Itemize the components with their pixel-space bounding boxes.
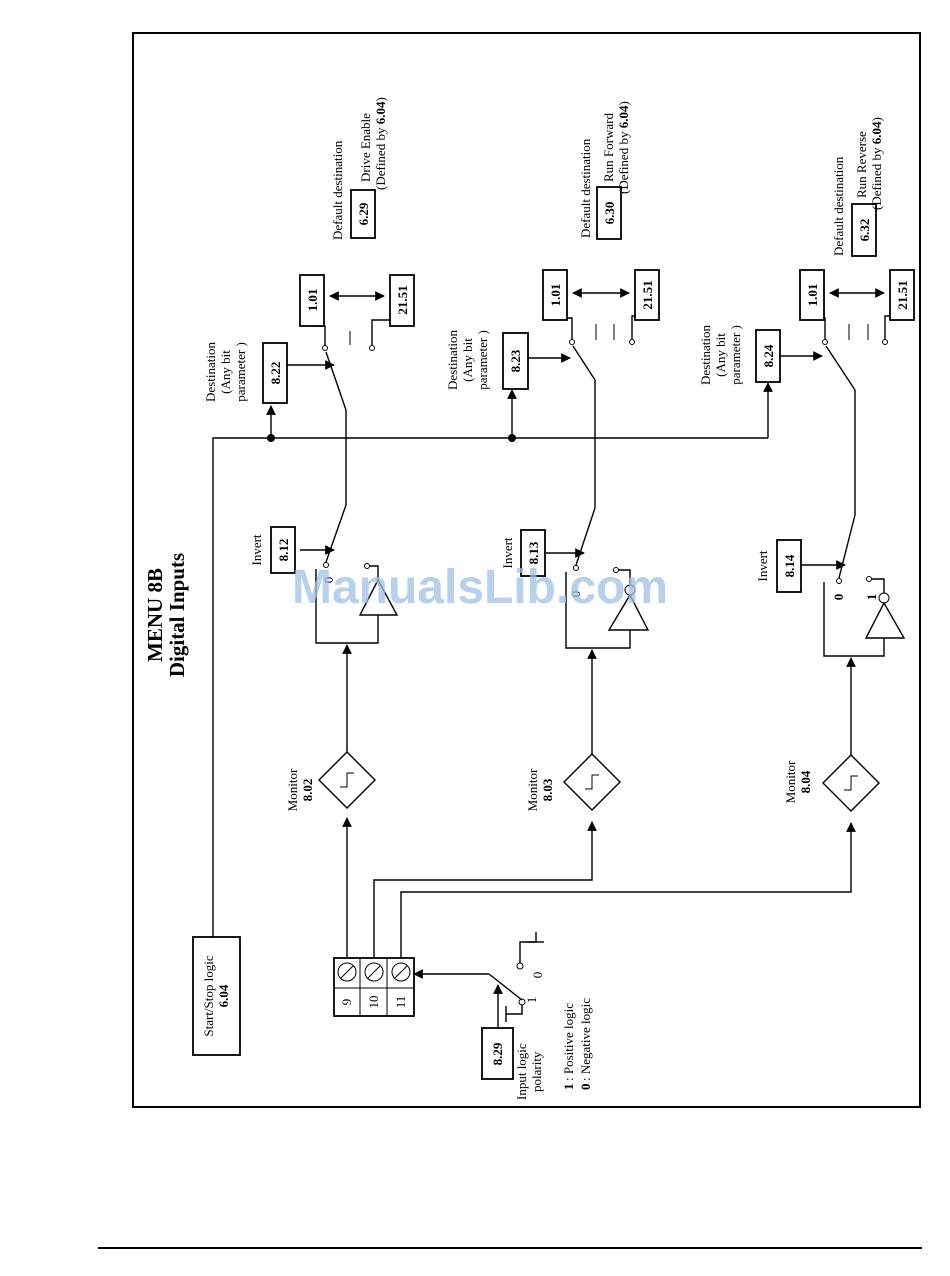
destination-label-3: parameter ) <box>728 325 743 385</box>
monitor-label: Monitor <box>525 768 540 811</box>
polarity-switch-0: 0 <box>530 972 545 979</box>
terminal-11: 11 <box>393 996 408 1009</box>
start-stop-box <box>192 936 241 1056</box>
invert-param: 8.14 <box>782 554 797 577</box>
source-param-a: 1.01 <box>548 284 563 307</box>
destination-param: 8.22 <box>268 362 283 385</box>
channel-1: Monitor 8.02 8.12 Invert 0 1.01 21.51 <box>203 97 415 811</box>
function-defined-param: 6.04 <box>869 121 884 144</box>
monitor-param: 8.04 <box>798 770 813 793</box>
polarity-selector: 0 1 <box>413 932 545 1028</box>
channel-3: Monitor 8.04 8.14 Invert 0 1 1.01 21.51 … <box>698 117 915 812</box>
default-destination-label: Default destination <box>831 156 846 256</box>
watermark: ManualsLib.com <box>292 561 668 614</box>
screw-icon <box>391 962 411 982</box>
function-defined-param: 6.04 <box>616 105 631 128</box>
destination-param: 8.24 <box>761 344 776 367</box>
function-label: Drive Enable <box>358 113 373 182</box>
start-stop-label: Start/Stop logic <box>201 955 216 1036</box>
svg-text:(Defined by 6.04): (Defined by 6.04) <box>869 117 884 210</box>
destination-label-2: (Any bit <box>218 350 233 394</box>
function-defined-pre: (Defined by <box>869 144 884 210</box>
polarity-switch-1: 1 <box>524 997 539 1004</box>
diagram-frame <box>132 32 921 1108</box>
negative-logic-key: 0 <box>578 1084 593 1091</box>
function-label: Run Forward <box>601 113 616 182</box>
svg-text:(Defined by 6.04): (Defined by 6.04) <box>616 101 631 194</box>
polarity-param: 8.29 <box>490 1042 505 1065</box>
default-destination-param: 6.29 <box>356 202 371 225</box>
switch-pos-1: 1 <box>864 594 879 601</box>
switch-pos-0: 0 <box>831 594 846 601</box>
monitor-label: Monitor <box>783 760 798 803</box>
destination-label-1: Destination <box>203 342 218 402</box>
source-param-b: 21.51 <box>640 280 655 309</box>
destination-param: 8.23 <box>508 349 523 372</box>
destination-label-3: parameter ) <box>233 342 248 402</box>
threshold-icon <box>563 753 621 811</box>
default-destination-param: 6.32 <box>857 219 872 242</box>
negative-logic-text: : Negative logic <box>578 998 593 1081</box>
terminal-block: 9 10 11 <box>333 957 415 1017</box>
monitor-param: 8.02 <box>300 779 315 802</box>
screw-icon <box>364 962 384 982</box>
destination-label-2: (Any bit <box>460 338 475 382</box>
destination-label-1: Destination <box>698 325 713 385</box>
monitor-param: 8.03 <box>540 778 555 801</box>
invert-label: Invert <box>755 550 770 581</box>
source-param-a: 1.01 <box>805 284 820 307</box>
invert-param: 8.12 <box>276 539 291 562</box>
invert-param: 8.13 <box>526 541 541 564</box>
function-defined-pre: (Defined by <box>373 124 388 190</box>
destination-label-2: (Any bit <box>713 333 728 377</box>
function-defined-pre: (Defined by <box>616 128 631 194</box>
threshold-icon <box>318 751 376 809</box>
function-label: Run Reverse <box>854 131 869 198</box>
monitor-label: Monitor <box>285 768 300 811</box>
title-line1: MENU 8B <box>143 568 167 662</box>
source-param-b: 21.51 <box>395 285 410 314</box>
function-defined-post: ) <box>616 101 631 105</box>
polarity-param-box <box>481 1027 514 1080</box>
destination-label-3: parameter ) <box>475 330 490 390</box>
terminal-10: 10 <box>366 996 381 1009</box>
function-defined-post: ) <box>869 117 884 121</box>
terminal-9: 9 <box>339 999 354 1006</box>
function-defined-param: 6.04 <box>373 101 388 124</box>
default-destination-label: Default destination <box>330 140 345 240</box>
positive-logic-text: : Positive logic <box>561 1003 576 1081</box>
destination-label-1: Destination <box>445 330 460 390</box>
title-line2: Digital Inputs <box>165 553 189 677</box>
invert-label: Invert <box>500 537 515 568</box>
diagram-title: MENU 8B Digital Inputs <box>143 553 189 677</box>
switch-pos-0: 0 <box>568 591 583 598</box>
threshold-icon <box>822 754 880 812</box>
channel-2: Monitor 8.03 8.13 Invert 0 1.01 21.51 8.… <box>445 101 660 811</box>
polarity-label-2: polarity <box>529 1051 544 1092</box>
source-param-b: 21.51 <box>895 280 910 309</box>
default-destination-param: 6.30 <box>602 202 617 225</box>
polarity-label-1: Input logic <box>514 1043 529 1100</box>
svg-text:(Defined by 6.04): (Defined by 6.04) <box>373 97 388 190</box>
screw-icon <box>337 962 357 982</box>
switch-pos-0: 0 <box>321 577 336 584</box>
default-destination-label: Default destination <box>578 138 593 238</box>
positive-logic-key: 1 <box>561 1084 576 1091</box>
source-param-a: 1.01 <box>305 289 320 312</box>
start-stop-param: 6.04 <box>216 984 231 1007</box>
function-defined-post: ) <box>373 97 388 101</box>
invert-label: Invert <box>249 534 264 565</box>
